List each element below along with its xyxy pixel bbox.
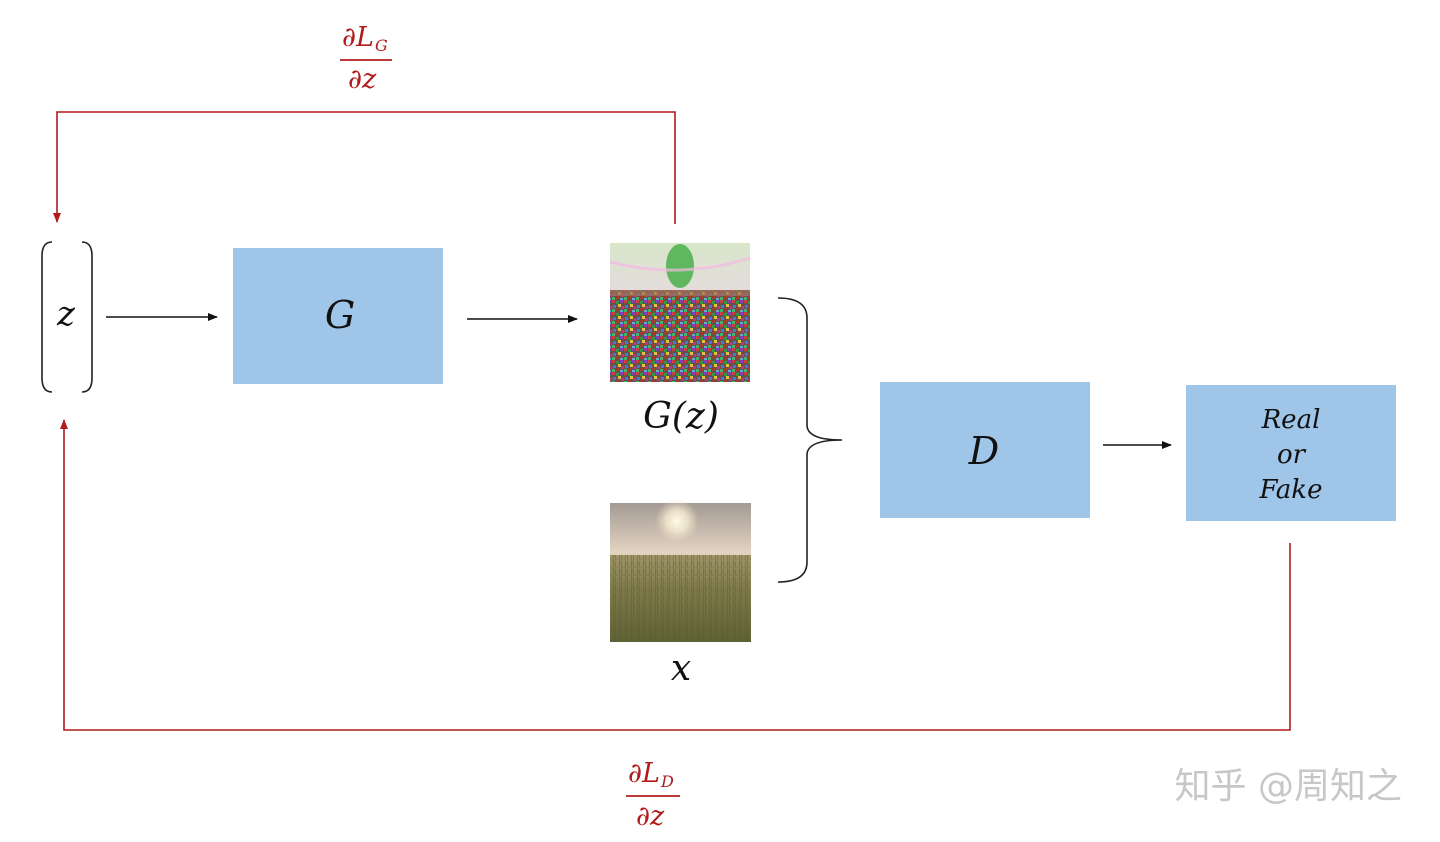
bottom-gradient-numerator: ∂L [628,758,660,789]
real-image-label: x [671,648,691,689]
bottom-gradient-subscript: D [660,772,674,791]
generated-image-label: G(z) [643,396,719,437]
generator-box: G [233,248,443,384]
noisy-generated-image-thumbnail [609,243,751,382]
discriminator-gradient-path [60,419,1291,731]
merge-brace [777,297,843,583]
foggy-grass-field-photo-thumbnail [610,499,751,642]
bottom-gradient-denominator: ∂z [636,801,665,832]
latent-vector-z: z [41,241,93,393]
discriminator-gradient-label: ∂L D ∂z [626,758,680,832]
real-or-fake-box: Real or Fake [1186,385,1396,521]
discriminator-label: D [968,429,999,473]
discriminator-box: D [880,382,1090,518]
output-line-1: Real [1261,405,1321,435]
top-gradient-denominator: ∂z [348,64,377,95]
generator-label: G [325,293,355,337]
generator-gradient-label: ∂L G ∂z [340,22,392,95]
top-gradient-numerator: ∂L [342,22,374,53]
output-line-2: or [1277,440,1307,470]
z-label: z [56,294,76,334]
output-line-3: Fake [1259,475,1323,505]
generator-gradient-path [53,111,676,224]
top-gradient-subscript: G [375,36,388,55]
watermark: 知乎 @周知之 [1175,766,1402,807]
